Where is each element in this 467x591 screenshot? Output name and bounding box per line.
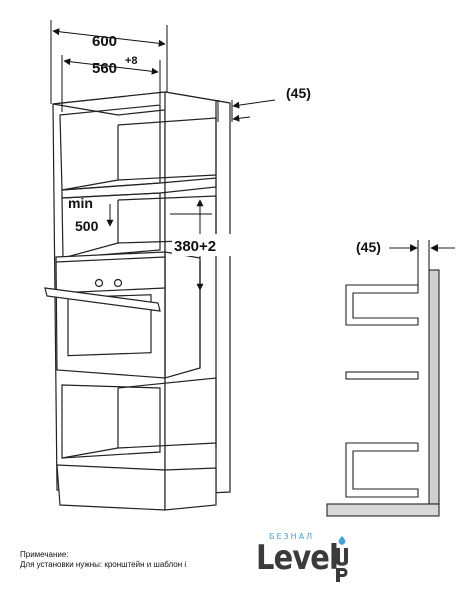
side-wall bbox=[428, 269, 440, 505]
side-middle-shelf bbox=[345, 371, 419, 380]
dim-width-niche: 560 bbox=[92, 60, 117, 77]
dim-min-label: min bbox=[68, 195, 93, 211]
dim-depth-gap: (45) bbox=[286, 85, 311, 101]
side-lower-box bbox=[345, 442, 419, 498]
dim-width-total: 600 bbox=[92, 33, 117, 50]
side-dim-gap: (45) bbox=[356, 239, 381, 255]
logo-main-text: Level bbox=[256, 538, 339, 578]
dim-height-bg bbox=[172, 234, 242, 256]
dim-min-value: 500 bbox=[75, 218, 99, 234]
cabinet-side-panel bbox=[164, 91, 231, 496]
oven bbox=[55, 251, 166, 379]
side-upper-box bbox=[345, 284, 419, 326]
side-view-drawing bbox=[326, 240, 455, 517]
dim-width-niche-tolerance: +8 bbox=[125, 55, 138, 67]
dim-height: 380+2 bbox=[174, 238, 216, 255]
cabinet-plinth bbox=[56, 464, 166, 511]
oven-handle bbox=[44, 287, 161, 312]
note-text: Для установки нужны: кронштейн и шаблон … bbox=[20, 560, 187, 569]
oven-knob bbox=[113, 278, 123, 288]
note-title: Примечание: bbox=[20, 550, 69, 559]
logo-up-icon bbox=[336, 536, 348, 582]
logo-small-text: БЕЗНАЛ bbox=[269, 532, 315, 541]
cabinet-drawing bbox=[44, 91, 231, 511]
dimension-lines bbox=[50, 20, 276, 291]
oven-knob bbox=[94, 278, 104, 288]
microwave-niche bbox=[61, 192, 161, 259]
